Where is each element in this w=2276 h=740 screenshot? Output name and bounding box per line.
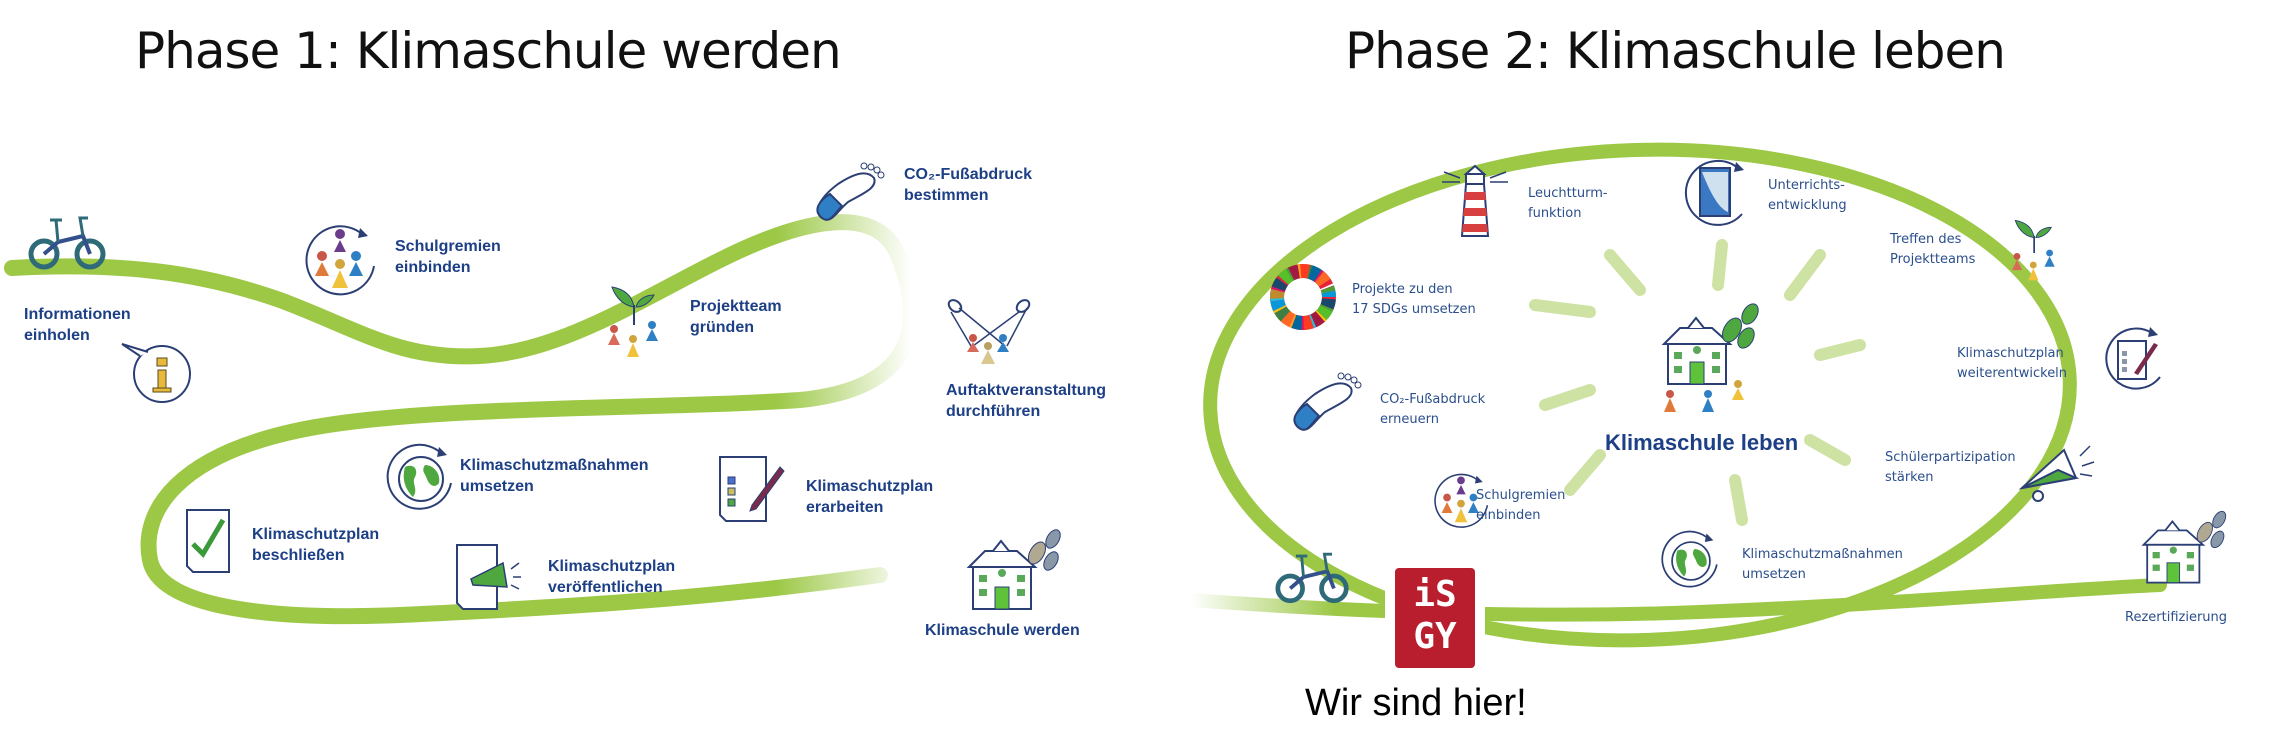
people-cycle-icon [1434, 473, 1489, 528]
globe-cycle-icon [1661, 530, 1718, 588]
logo-line1: iS [1413, 574, 1457, 615]
step-label-schulgremien: Schulgremien einbinden [395, 238, 501, 276]
step-label-informationen: Informationen einholen [24, 306, 131, 344]
phase2-title: Phase 2: Klimaschule leben [1345, 22, 2006, 80]
balance-bike-icon [28, 216, 106, 270]
school-people-icon [1661, 303, 1759, 412]
item-label-schueler: Schülerpartizipation stärken [1885, 450, 2016, 485]
checklist-pencil-icon [719, 456, 785, 522]
info-bubble-icon [121, 343, 191, 403]
we-are-here-caption: Wir sind hier! [1305, 682, 1527, 724]
step-label-plan-erarbeiten: Klimaschutzplan erarbeiten [806, 478, 934, 516]
item-label-unterricht: Unterrichts- entwicklung [1768, 178, 1847, 213]
step-label-projektteam: Projektteam gründen [690, 298, 782, 336]
phase2-loop [1203, 142, 2077, 648]
spotlight-people-icon [947, 299, 1031, 364]
school-leaves-icon [2141, 510, 2227, 584]
item-label-schulgremien: Schulgremien einbinden [1476, 488, 1566, 523]
step-label-massnahmen: Klimaschutzmaßnahmen umsetzen [460, 457, 649, 495]
phase2-road [1183, 578, 2167, 622]
people-cycle-icon [305, 225, 375, 296]
book-cycle-icon [1684, 159, 1744, 226]
step-label-co2: CO₂-Fußabdruck bestimmen [904, 166, 1032, 204]
item-label-rezertifizierung: Rezertifizierung [2125, 610, 2228, 625]
sdg-wheel-icon [1270, 264, 1336, 330]
plan-cycle-icon [2105, 327, 2161, 390]
item-label-leuchtturm: Leuchtturm- funktion [1528, 186, 1608, 221]
document-check-icon [186, 509, 230, 573]
step-label-klimaschule-werden: Klimaschule werden [925, 622, 1080, 639]
phase1-road [4, 214, 920, 625]
document-megaphone-icon [456, 544, 521, 610]
step-label-auftakt: Auftaktveranstaltung durchführen [946, 382, 1107, 420]
step-label-plan-beschliessen: Klimaschutzplan beschließen [252, 526, 380, 564]
logo-line2: GY [1413, 616, 1457, 657]
footprint-icon [816, 162, 885, 221]
team-plant-icon [2011, 219, 2055, 281]
lighthouse-icon [1442, 164, 1508, 237]
balance-bike-icon [1275, 552, 1349, 604]
globe-cycle-icon [386, 443, 452, 510]
center-label: Klimaschule leben [1605, 430, 1799, 455]
step-label-plan-veroeffentlichen: Klimaschutzplan veröffentlichen [548, 558, 676, 596]
team-plant-icon [608, 286, 658, 357]
phase1-title: Phase 1: Klimaschule werden [135, 22, 842, 80]
item-label-co2-erneuern: CO₂-Fußabdruck erneuern [1380, 392, 1486, 427]
footprint-icon [1293, 372, 1362, 431]
item-label-plan-weiter: Klimaschutzplan weiterentwickeln [1957, 346, 2068, 381]
isgy-logo: iS GY [1395, 568, 1475, 668]
school-leaves-icon [966, 529, 1061, 610]
item-label-massnahmen: Klimaschutzmaßnahmen umsetzen [1742, 547, 1903, 582]
item-label-sdgs: Projekte zu den 17 SDGs umsetzen [1352, 282, 1476, 317]
item-label-treffen: Treffen des Projektteams [1890, 232, 1976, 267]
megaphone-icon [2018, 445, 2095, 502]
